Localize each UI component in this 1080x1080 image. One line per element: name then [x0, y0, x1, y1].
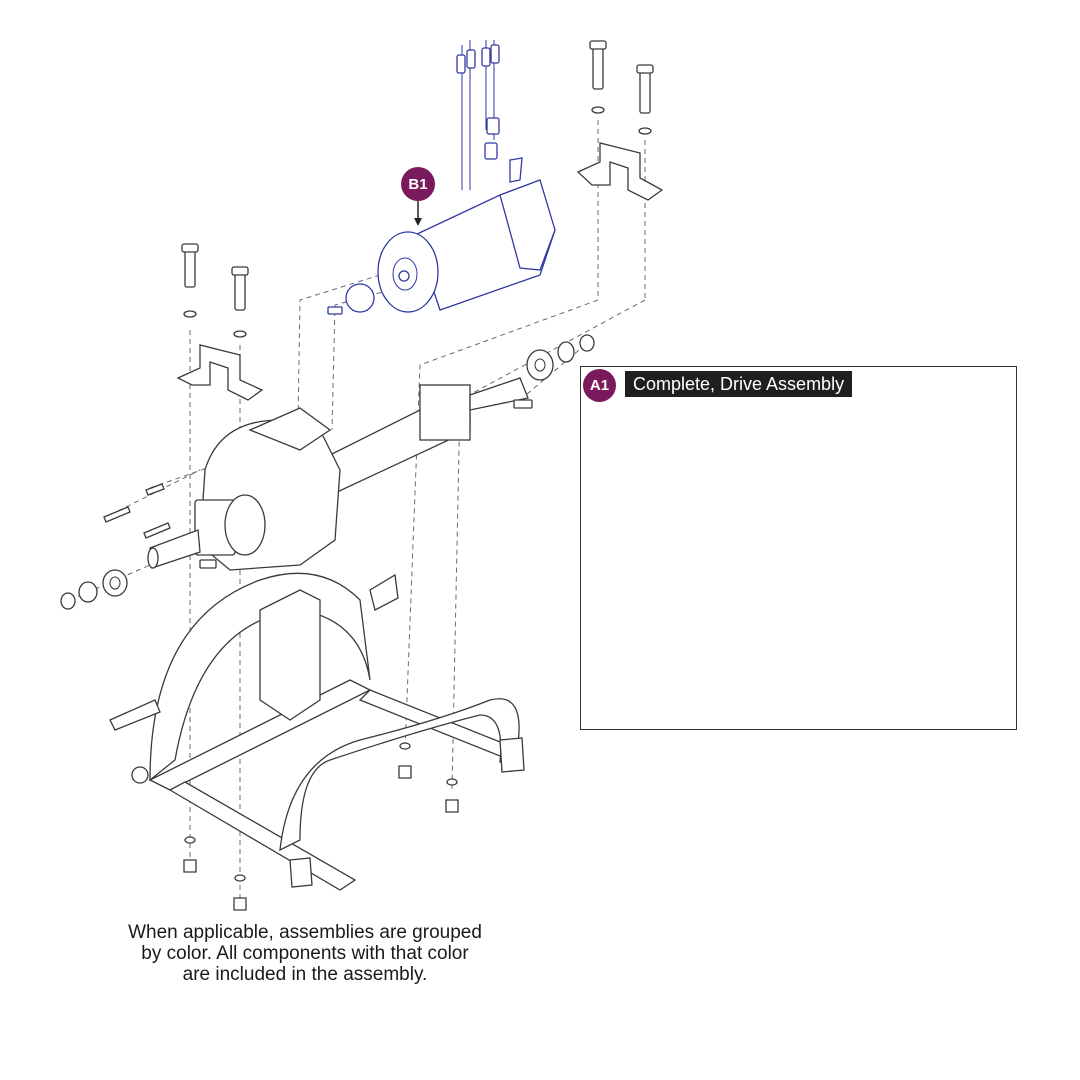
inset-title: Complete, Drive Assembly [625, 371, 853, 397]
assembly-color-footnote: When applicable, assemblies are grouped … [90, 922, 520, 985]
footnote-line-3: are included in the assembly. [182, 964, 428, 985]
footnote-line-2: by color. All components with that color [141, 943, 469, 964]
right-bolt-b [636, 64, 654, 135]
callout-a1: A1 [583, 369, 616, 402]
left-bolt-a [181, 243, 199, 318]
motor-assembly [327, 40, 556, 315]
frame-nuts [183, 742, 459, 911]
right-mounting-bracket [576, 142, 664, 201]
transaxle [147, 377, 533, 571]
footnote-line-1: When applicable, assemblies are grouped [128, 922, 482, 943]
callout-b1: B1 [401, 167, 435, 201]
left-bolt-b [231, 266, 249, 338]
right-bolt-a [589, 40, 607, 114]
left-mounting-bracket [176, 344, 264, 401]
b1-leader-arrow [414, 201, 422, 226]
left-axle-hardware [60, 569, 128, 610]
right-axle-hardware [526, 334, 595, 381]
drive-assembly-inset: A1 Complete, Drive Assembly [580, 366, 1017, 730]
gearbox-bolts [103, 483, 171, 539]
frame [109, 572, 525, 891]
